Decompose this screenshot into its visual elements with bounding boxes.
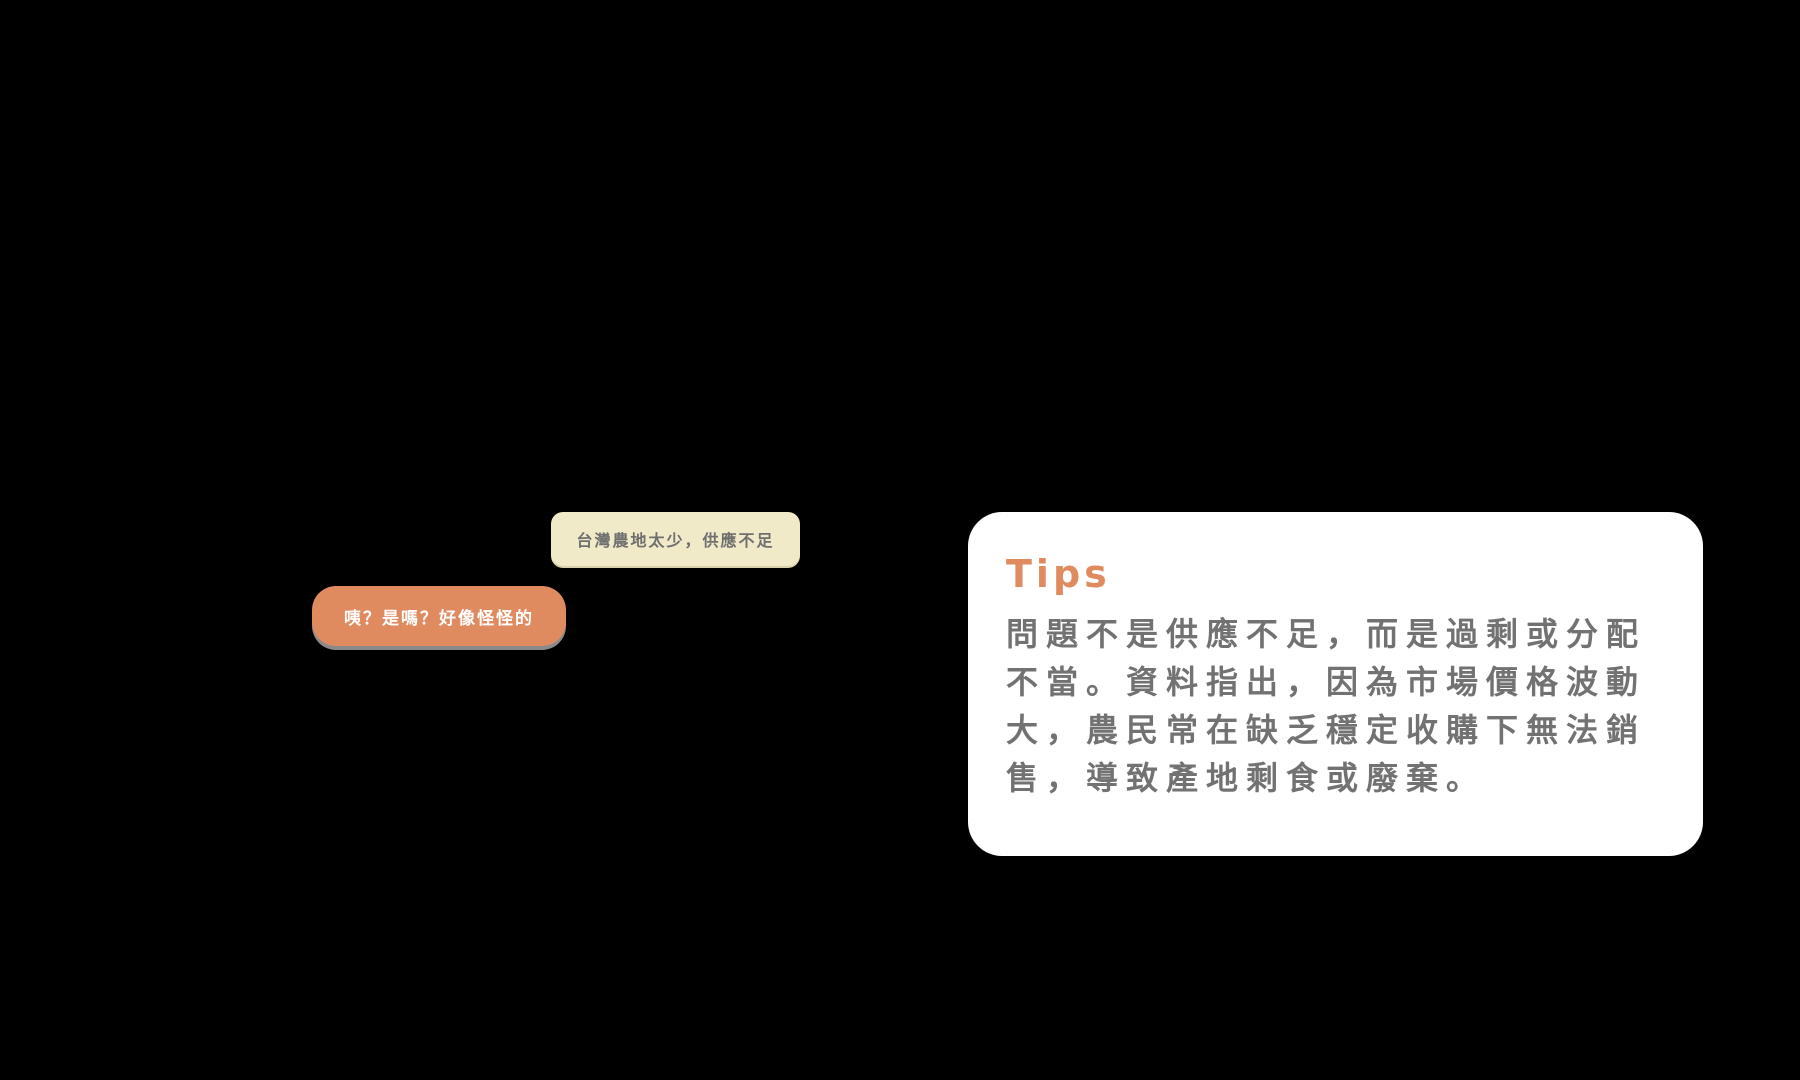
reply-text: 咦？是嗎？好像怪怪的 — [344, 608, 534, 629]
tips-body: 問題不是供應不足，而是過剩或分配不當。資料指出，因為市場價格波動大，農民常在缺乏… — [1006, 615, 1647, 797]
reply-bubble: 咦？是嗎？好像怪怪的 — [312, 586, 566, 646]
statement-bubble: 台灣農地太少，供應不足 — [551, 512, 800, 566]
statement-text: 台灣農地太少，供應不足 — [576, 531, 775, 550]
tips-title: Tips — [1006, 552, 1111, 596]
tips-card: Tips 問題不是供應不足，而是過剩或分配不當。資料指出，因為市場價格波動大，農… — [968, 512, 1703, 856]
